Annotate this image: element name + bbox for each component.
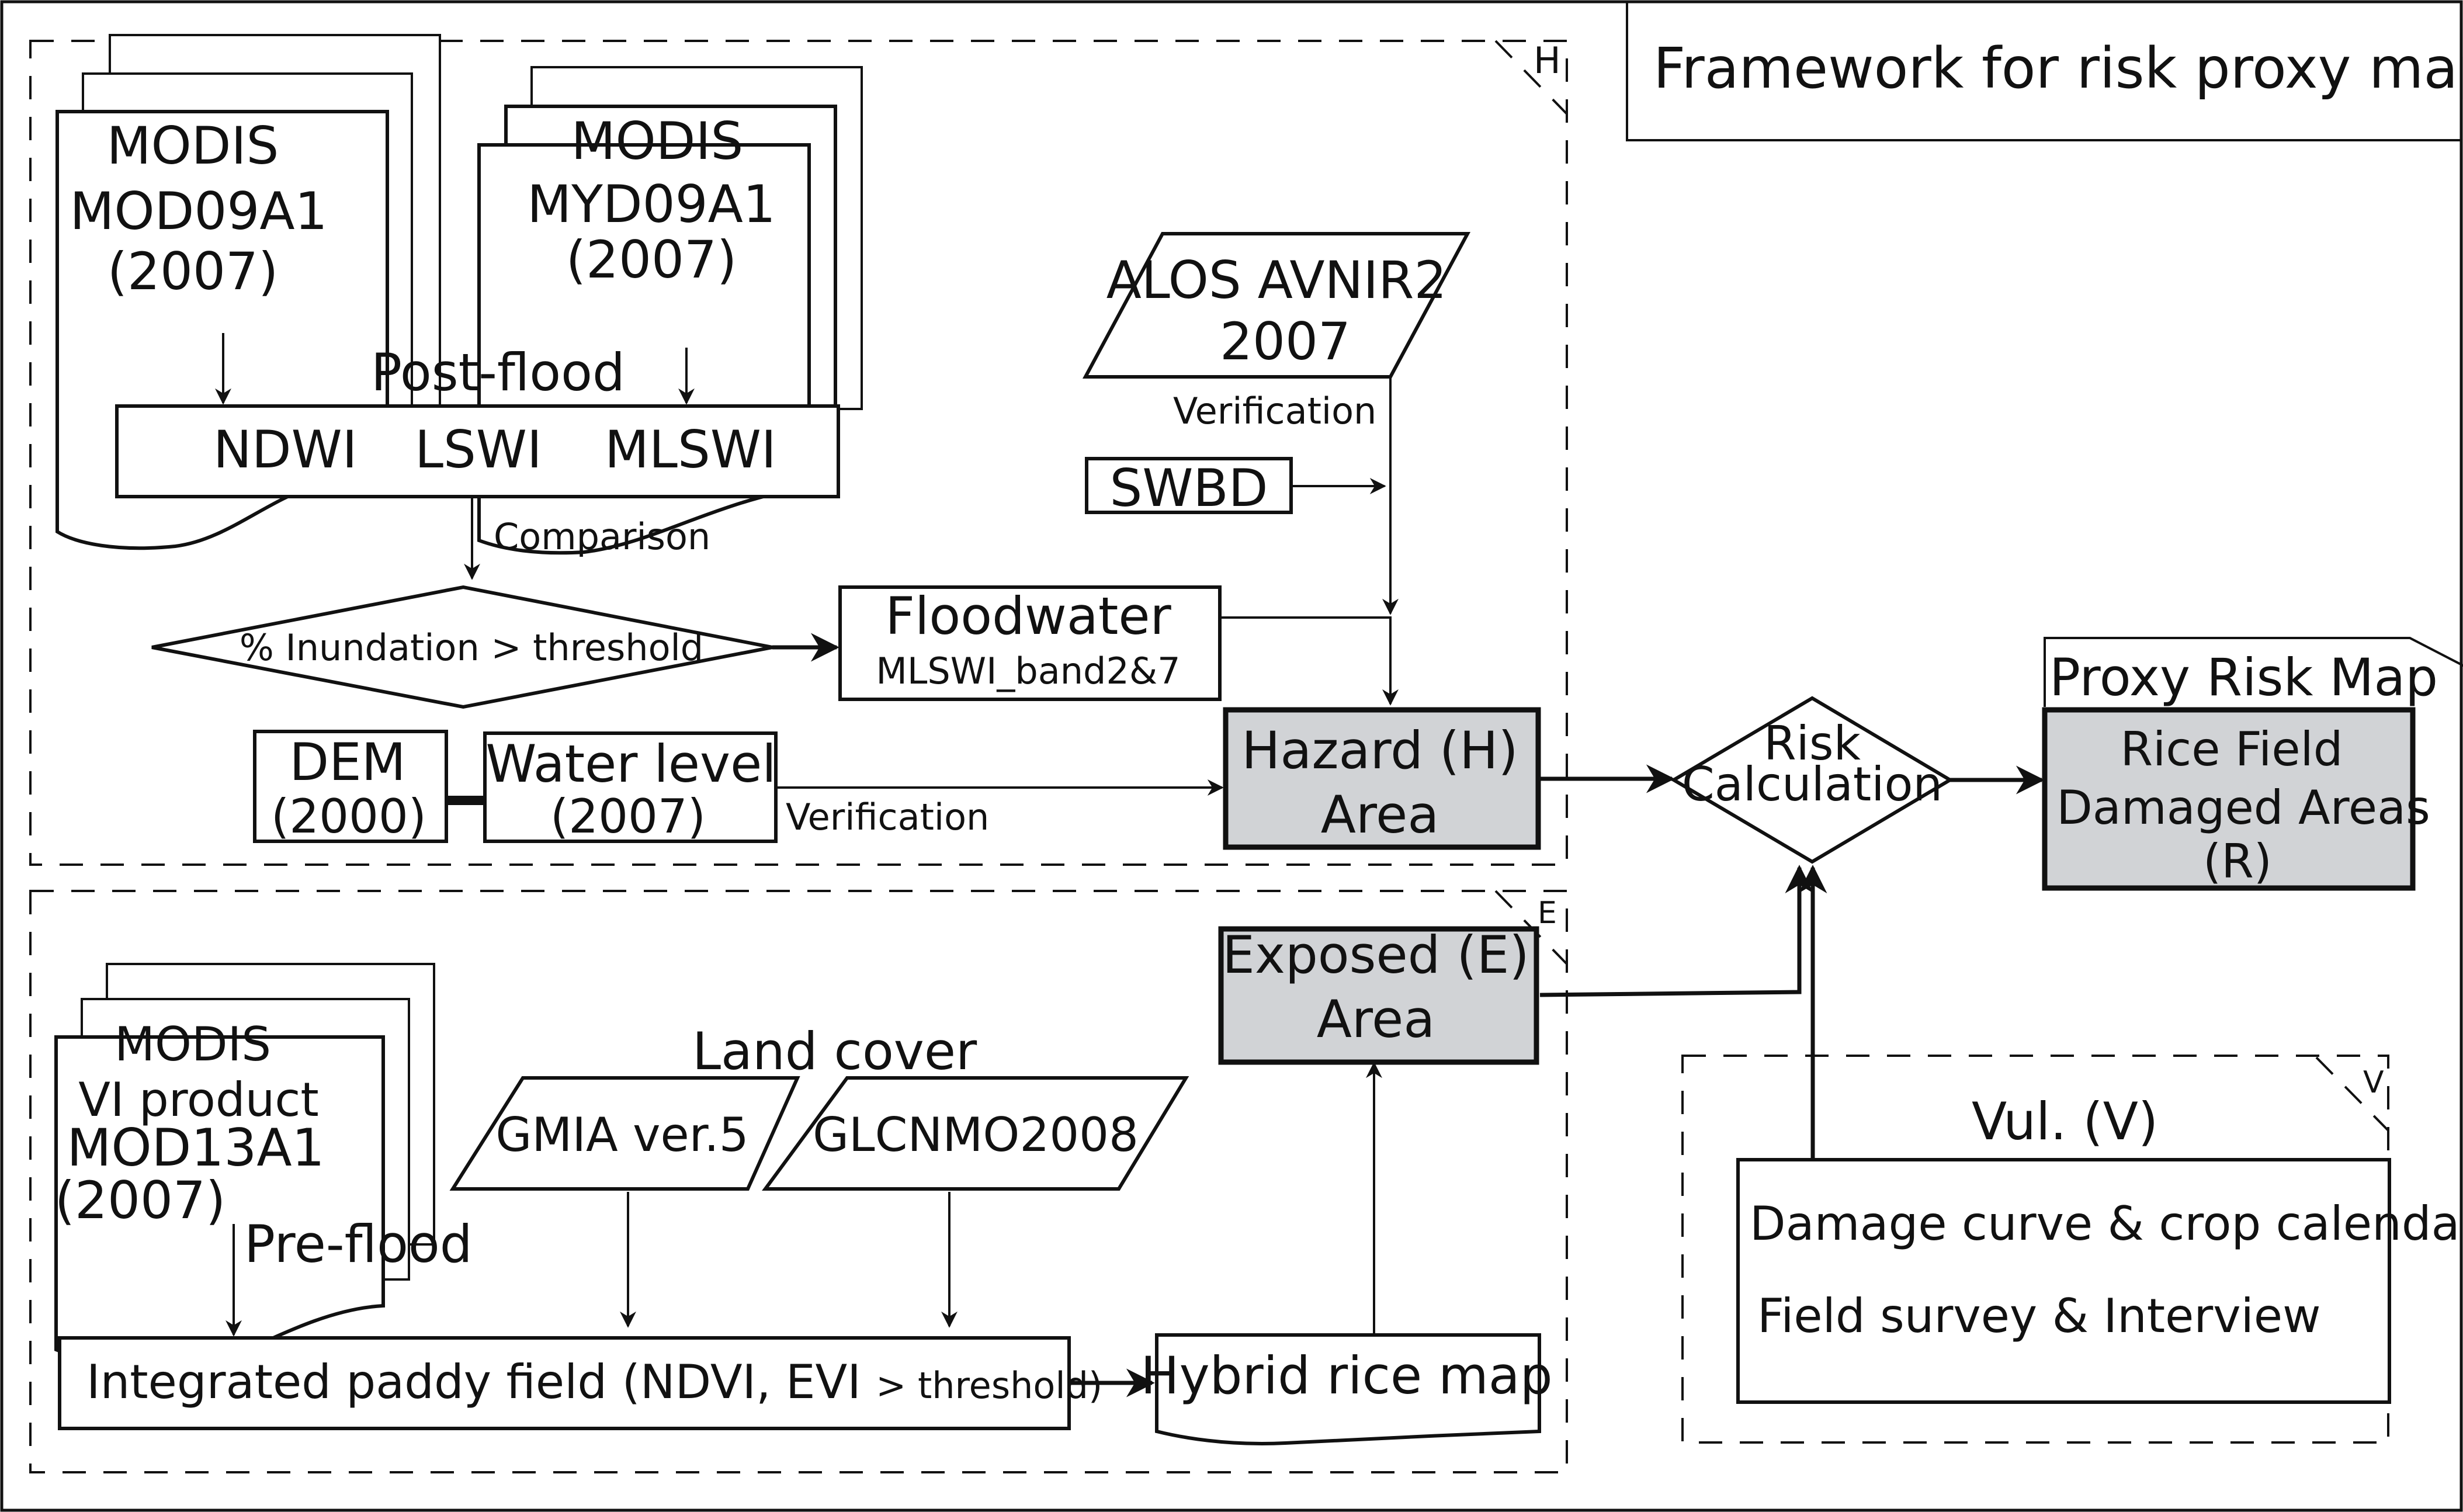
index-lswi: LSWI (415, 419, 542, 480)
floodwater-to-hazard-line (1220, 616, 1399, 706)
title-box: Framework for risk proxy map (1626, 2, 2463, 141)
risk-calculation-diamond: Risk Calculation (1670, 696, 1954, 864)
exposure-section-border (29, 890, 1568, 1473)
modis-vi-line1: MODIS (115, 1017, 271, 1071)
modis-vi-document: MODIS VI product MOD13A1 (2007) (54, 963, 435, 1377)
exposure-corner-label: E (1538, 896, 1557, 931)
dem-line1: DEM (289, 732, 405, 792)
integrated-paddy-box: Integrated paddy field (NDVI, EVI > thre… (58, 1336, 1102, 1430)
modis-terra-line2: MOD09A1 (70, 181, 327, 241)
post-flood-label: Post-flood (371, 342, 625, 403)
index-ndwi: NDWI (213, 419, 358, 480)
glcnmo-input: GLCNMO2008 (762, 1076, 1189, 1191)
risk-calc-line2: Calculation (1682, 757, 1942, 812)
indices-box: NDWI LSWI MLSWI (115, 404, 840, 498)
hazard-area-line1: Hazard (H) (1241, 720, 1518, 781)
pre-flood-label: Pre-flood (244, 1214, 473, 1274)
modis-vi-line2: VI product (78, 1073, 318, 1127)
vulnerability-corner-label: V (2363, 1065, 2384, 1100)
vulnerability-corner-fold (2315, 1056, 2389, 1132)
exposed-to-risk-line (1539, 865, 1814, 997)
vulnerability-box: Damage curve & crop calendar Field surve… (1736, 1158, 2463, 1404)
decision-label: % Inundation > threshold (240, 626, 703, 669)
hazard-area-box: Hazard (H) Area (1223, 707, 1541, 850)
dem-line2: (2000) (271, 789, 426, 844)
modis-terra-line3: (2007) (107, 241, 279, 301)
alos-line2: 2007 (1220, 311, 1351, 372)
gmia-input: GMIA ver.5 (449, 1076, 800, 1191)
vulnerability-section-border (1681, 1055, 2389, 1444)
hazard-section: H MODIS MOD09A1 (2007) MODIS MYD09A1 (20… (29, 34, 1568, 866)
hazard-area-line2: Area (1321, 785, 1439, 845)
proxy-map-tab-label: Proxy Risk Map (2049, 647, 2438, 708)
verification-top-label: Verification (1173, 390, 1376, 432)
land-cover-label: Land cover (692, 1021, 977, 1081)
exposed-area-line1: Exposed (E) (1222, 925, 1529, 985)
modis-vi-line3: MOD13A1 (67, 1118, 324, 1178)
vulnerability-item2: Field survey & Interview (1757, 1289, 2321, 1343)
modis-vi-line4: (2007) (55, 1170, 226, 1230)
modis-aqua-line1: MODIS (571, 111, 744, 171)
proxy-map-tab (2044, 637, 2463, 707)
alos-line1: ALOS AVNIR2 (1106, 250, 1447, 310)
inundation-decision: % Inundation > threshold (151, 585, 773, 709)
glcnmo-label: GLCNMO2008 (813, 1108, 1139, 1162)
dem-box: DEM (2000) (253, 730, 448, 844)
floodwater-line1: Floodwater (885, 586, 1171, 646)
water-level-line2: (2007) (550, 789, 706, 844)
floodwater-line2: MLSWI_band2&7 (876, 650, 1180, 692)
modis-aqua-line3: (2007) (566, 230, 737, 290)
hybrid-rice-map: Hybrid rice map (1140, 1333, 1553, 1445)
verification-bottom-label: Verification (786, 796, 989, 838)
exposed-area-line2: Area (1317, 989, 1435, 1049)
diagram-title: Framework for risk proxy map (1653, 36, 2463, 101)
vulnerability-section: V Vul. (V) Damage curve & crop calendar … (1681, 1055, 2463, 1444)
alos-input: ALOS AVNIR2 2007 (1082, 232, 1471, 379)
swbd-box: SWBD (1085, 457, 1293, 518)
floodwater-box: Floodwater MLSWI_band2&7 (838, 585, 1222, 701)
modis-aqua-document: MODIS MYD09A1 (2007) (477, 66, 863, 555)
result-line2: Damaged Areas (2056, 781, 2430, 835)
risk-calc-line1: Risk (1764, 716, 1861, 771)
vulnerability-item1: Damage curve & crop calendar (1750, 1197, 2463, 1251)
hybrid-rice-label: Hybrid rice map (1140, 1345, 1552, 1406)
result-line1: Rice Field (2120, 722, 2343, 776)
vulnerability-heading: Vul. (V) (1972, 1091, 2158, 1152)
integrated-paddy-label: Integrated paddy field (NDVI, EVI > thre… (86, 1355, 1102, 1409)
risk-section: Risk Calculation Proxy Risk Map Rice Fie… (1539, 637, 2463, 1166)
hazard-section-border (29, 40, 1568, 866)
exposed-area-box: Exposed (E) Area (1218, 925, 1539, 1065)
gmia-label: GMIA ver.5 (495, 1108, 748, 1162)
hazard-corner-label: H (1534, 39, 1561, 82)
result-line3: (R) (2203, 834, 2272, 889)
modis-aqua-line2: MYD09A1 (527, 174, 776, 234)
hazard-corner-fold (1494, 40, 1568, 115)
exposure-section: E MODIS VI product MOD13A1 (2007) Pre-fl… (29, 890, 1568, 1473)
modis-terra-line1: MODIS (107, 116, 279, 176)
water-level-line1: Water level (485, 734, 776, 794)
swbd-label: SWBD (1109, 458, 1268, 518)
water-level-box: Water level (2007) (483, 731, 778, 844)
result-box: Rice Field Damaged Areas (R) (2042, 707, 2430, 891)
index-mlswi: MLSWI (605, 419, 776, 480)
comparison-label: Comparison (494, 515, 710, 558)
